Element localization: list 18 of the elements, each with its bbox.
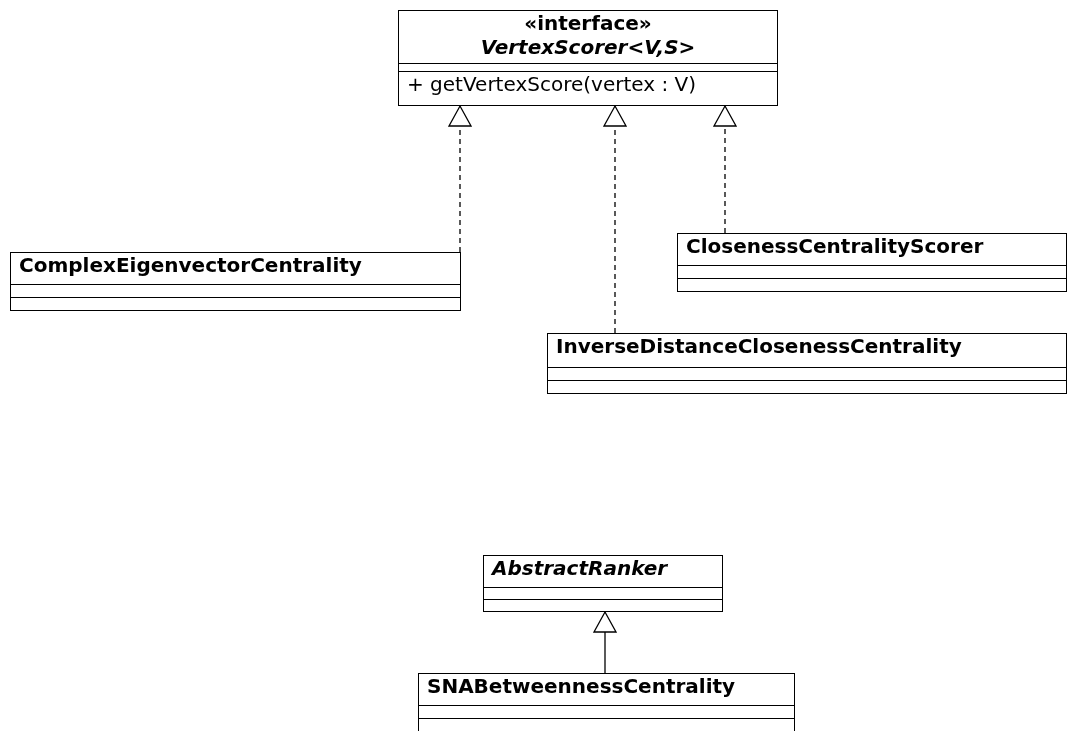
- class-box: [547, 333, 1067, 394]
- class-name: SNABetweennessCentrality: [427, 674, 737, 698]
- operation-label: + getVertexScore(vertex : V): [407, 72, 697, 96]
- realization-arrow: [713, 105, 737, 234]
- class-box: [10, 252, 461, 311]
- class-name: ClosenessCentralityScorer: [686, 234, 985, 258]
- realization-arrow: [448, 105, 472, 253]
- class-name: InverseDistanceClosenessCentrality: [556, 334, 963, 358]
- class-name: AbstractRanker: [492, 556, 669, 580]
- class-box: [418, 673, 795, 731]
- class-box: [677, 233, 1067, 292]
- class-box: [483, 555, 723, 612]
- class-name: VertexScorer<V,S>: [479, 35, 697, 59]
- generalization-arrow: [593, 611, 617, 674]
- realization-arrow: [603, 105, 627, 334]
- class-box: [398, 10, 778, 106]
- class-name: ComplexEigenvectorCentrality: [19, 253, 363, 277]
- stereotype-label: «interface»: [523, 11, 653, 35]
